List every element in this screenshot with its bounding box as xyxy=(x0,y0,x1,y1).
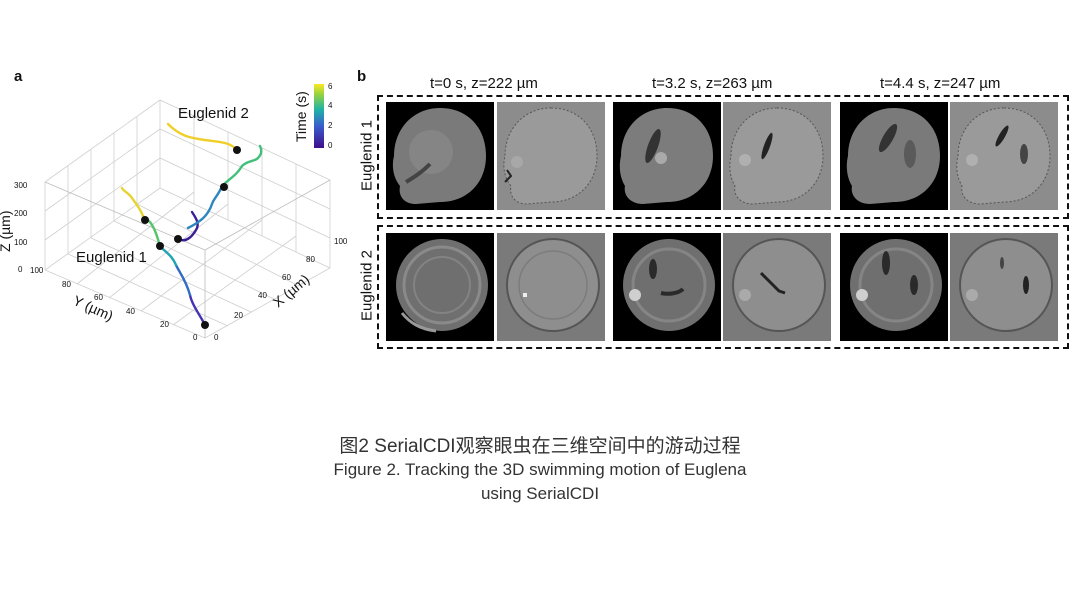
caption-chinese: 图2 SerialCDI观察眼虫在三维空间中的游动过程 xyxy=(339,436,741,457)
z-tick: 300 xyxy=(14,181,28,190)
y-tick: 100 xyxy=(30,266,44,275)
y-tick: 0 xyxy=(193,333,198,342)
x-tick: 80 xyxy=(306,255,315,264)
z-axis-label: Z (µm) xyxy=(0,211,13,253)
frame-title-t4-4: t=4.4 s, z=247 µm xyxy=(880,75,1001,92)
euglenid1-marker-4-4s xyxy=(141,216,149,224)
z-axis-ticks: 0 100 200 300 xyxy=(14,181,28,274)
euglenid1-trajectory-seg2 xyxy=(174,263,192,297)
z-tick: 0 xyxy=(18,265,23,274)
euglenid1-row-box xyxy=(377,95,1069,219)
euglenid1-amplitude-image-t0 xyxy=(386,102,494,210)
x-tick: 100 xyxy=(334,237,348,246)
euglenid2-marker-4-4s xyxy=(233,146,241,154)
time-markers xyxy=(141,146,241,329)
y-tick: 40 xyxy=(126,307,135,316)
euglenid2-trajectory-seg3 xyxy=(220,144,263,188)
x-tick: 40 xyxy=(258,291,267,300)
frame-title-t3-2: t=3.2 s, z=263 µm xyxy=(652,75,773,92)
y-tick: 60 xyxy=(94,293,103,302)
euglenid2-trajectory-seg4 xyxy=(166,122,239,152)
panel-a-letter: a xyxy=(14,68,23,85)
y-tick: 20 xyxy=(160,320,169,329)
euglenid1-label: Euglenid 1 xyxy=(76,249,147,266)
caption-english-line2: using SerialCDI xyxy=(480,484,600,503)
colorbar-tick: 4 xyxy=(328,101,333,110)
x-tick: 60 xyxy=(282,273,291,282)
row-label-euglenid2: Euglenid 2 xyxy=(358,250,376,321)
z-tick: 100 xyxy=(14,238,28,247)
euglenid2-phase-image-t4-4 xyxy=(950,233,1058,341)
panel-b-letter: b xyxy=(357,68,367,85)
euglenid2-trajectory-seg2 xyxy=(186,184,224,230)
euglenid1-phase-image-t3-2 xyxy=(723,102,831,210)
euglenid2-label: Euglenid 2 xyxy=(178,105,249,122)
euglenid1-marker-3-2s xyxy=(156,242,164,250)
euglenid1-amplitude-image-t4-4 xyxy=(840,102,948,210)
euglenid1-start-marker xyxy=(201,321,209,329)
euglenid2-start-marker xyxy=(174,235,182,243)
euglenid2-phase-image-t3-2 xyxy=(723,233,831,341)
x-tick: 20 xyxy=(234,311,243,320)
plot-gridlines xyxy=(44,99,331,339)
frame-title-t0: t=0 s, z=222 µm xyxy=(430,75,538,92)
euglenid2-phase-image-t0 xyxy=(497,233,605,341)
euglenid2-trajectory-seg1 xyxy=(176,210,199,242)
colorbar-tick: 6 xyxy=(328,82,333,91)
caption-english-line1: Figure 2. Tracking the 3D swimming motio… xyxy=(333,460,747,479)
row-label-euglenid1: Euglenid 1 xyxy=(358,120,376,191)
euglenid2-amplitude-image-t0 xyxy=(386,233,494,341)
euglenid1-phase-image-t4-4 xyxy=(950,102,1058,210)
euglenid2-amplitude-image-t3-2 xyxy=(613,233,721,341)
colorbar-label: Time (s) xyxy=(293,91,309,142)
colorbar-tick: 0 xyxy=(328,141,333,150)
colorbar-ticks: 6 4 2 0 xyxy=(328,82,333,150)
z-tick: 200 xyxy=(14,209,28,218)
euglenid1-phase-image-t0 xyxy=(497,102,605,210)
euglenid2-row-box xyxy=(377,225,1069,349)
euglenid2-marker-3-2s xyxy=(220,183,228,191)
panel-a-3d-plot: Euglenid 2 Euglenid 1 0 100 200 300 Z (µ… xyxy=(0,82,348,342)
y-axis-ticks: 100 80 60 40 20 0 xyxy=(30,266,198,342)
trajectories xyxy=(120,122,263,327)
time-colorbar xyxy=(314,84,324,148)
euglenid1-trajectory-seg5 xyxy=(120,186,145,218)
euglenid1-amplitude-image-t3-2 xyxy=(613,102,721,210)
x-tick: 0 xyxy=(214,333,219,342)
x-axis-ticks: 0 20 40 60 80 100 xyxy=(214,237,348,342)
euglenid2-amplitude-image-t4-4 xyxy=(840,233,948,341)
colorbar-tick: 2 xyxy=(328,121,333,130)
y-tick: 80 xyxy=(62,280,71,289)
x-axis-label: X (µm) xyxy=(270,271,313,310)
